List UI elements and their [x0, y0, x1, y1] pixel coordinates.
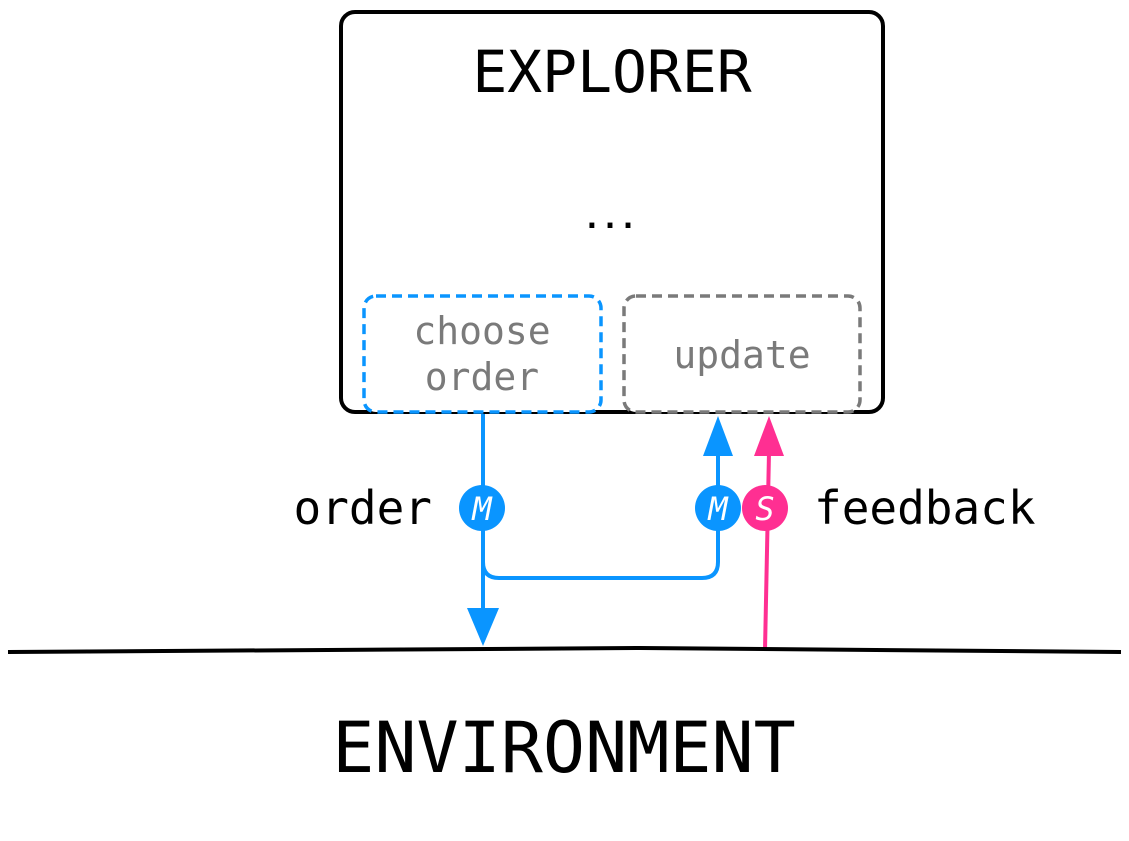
choose-order-box[interactable] [362, 294, 603, 414]
update-box[interactable] [622, 294, 862, 414]
order-loop-line [481, 452, 720, 580]
explorer-box [339, 10, 885, 414]
environment-boundary-line [7, 645, 1122, 654]
order-m-badge-letter: M [471, 490, 493, 528]
order-label: order [294, 481, 432, 535]
feedback-arrowhead [754, 416, 784, 456]
explorer-ellipsis: ... [583, 201, 637, 236]
update-m-badge-letter: M [707, 490, 729, 528]
order-arrowhead [467, 608, 499, 646]
order-m-badge [459, 485, 505, 531]
feedback-s-badge [742, 485, 788, 531]
environment-label: ENVIRONMENT [332, 707, 796, 789]
feedback-s-badge-letter: S [755, 490, 774, 528]
explorer-title: EXPLORER [472, 38, 751, 106]
update-m-badge [695, 485, 741, 531]
feedback-flow-line [763, 451, 771, 651]
choose-order-label-line2: order [425, 355, 539, 399]
choose-order-label-line1: choose [413, 309, 550, 353]
update-label: update [673, 333, 810, 377]
update-m-arrowhead [703, 416, 733, 456]
feedback-label: feedback [814, 481, 1036, 535]
